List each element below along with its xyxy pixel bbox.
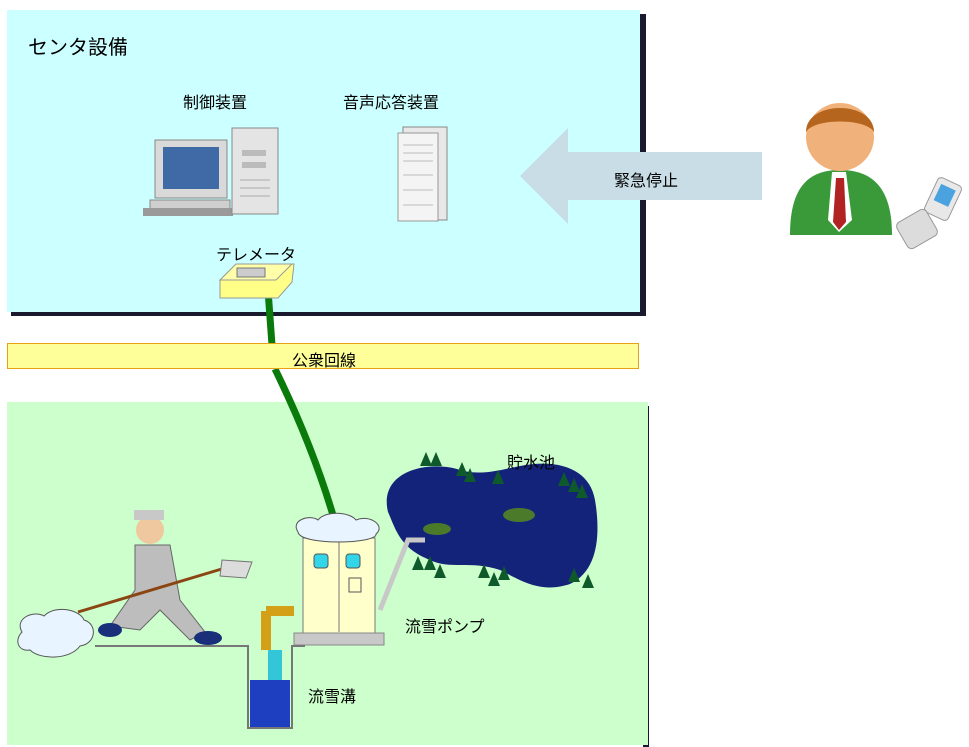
mobile-phone-icon: [896, 177, 962, 250]
water-flow: [268, 650, 282, 680]
emergency-stop-arrow: [520, 128, 762, 224]
public-line-band: [7, 343, 639, 369]
trees: [412, 452, 594, 588]
center-title: センタ設備: [28, 35, 128, 59]
server-icon: [397, 126, 448, 222]
controller-label: 制御装置: [183, 93, 248, 112]
pump-cabinet-icon: [293, 512, 385, 646]
ground-line: [95, 645, 305, 729]
snow-pump-label: 流雪ポンプ: [405, 617, 485, 636]
reservoir-label: 貯水池: [507, 453, 556, 472]
telemeter-icon: [218, 263, 295, 299]
telemeter-label: テレメータ: [216, 245, 297, 264]
user-icon: [790, 103, 892, 235]
discharge-pipe: [261, 606, 294, 650]
center-panel: [7, 10, 640, 312]
public-line-cable: [264, 289, 339, 523]
center-panel-shadow-bottom: [11, 312, 646, 316]
reservoir-icon: [386, 463, 598, 588]
voice-system-label: 音声応答装置: [343, 93, 440, 112]
snow-ditch-label: 流雪溝: [308, 687, 357, 706]
emergency-stop-label: 緊急停止: [614, 171, 679, 190]
ditch-water: [250, 680, 290, 727]
pc-icon: [143, 127, 279, 216]
worker-icon: [17, 510, 253, 658]
intake-pipe: [377, 537, 425, 611]
public-line-label: 公衆回線: [292, 351, 357, 370]
